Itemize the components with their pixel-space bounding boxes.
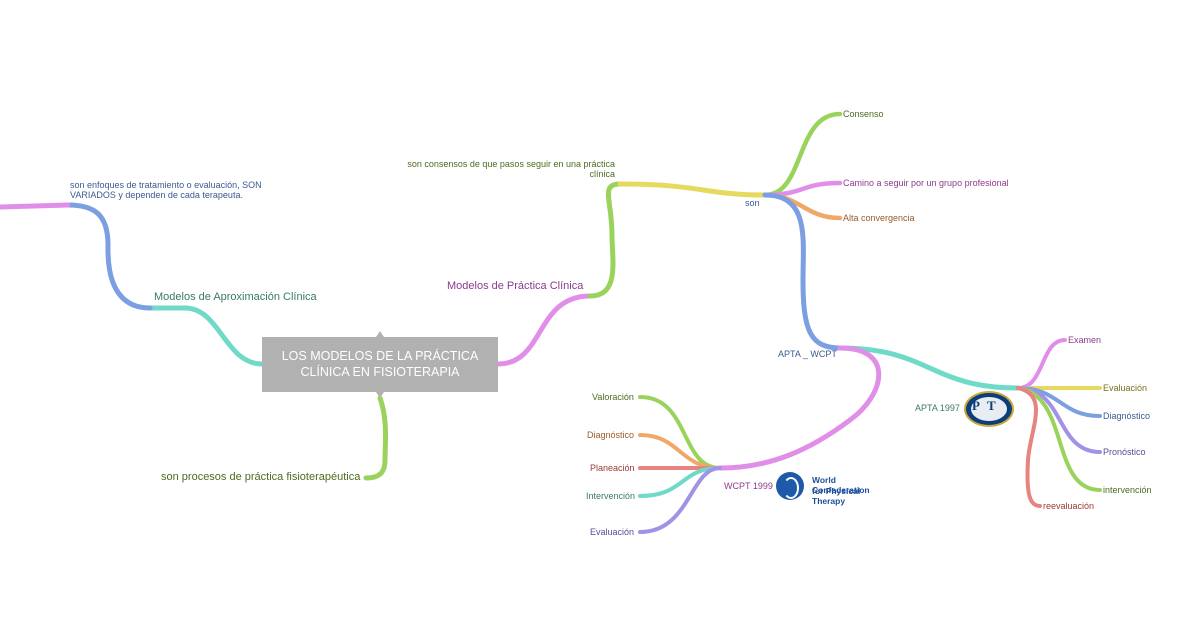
connector-apta-intervencion	[1016, 386, 1102, 492]
root-title-line1: LOS MODELOS DE LA PRÁCTICA	[281, 348, 479, 363]
connector-consensus-son	[617, 181, 768, 198]
wcpt-logo-text-line2: for Physical Therapy	[812, 486, 861, 506]
apta-logo-center	[971, 397, 1007, 421]
topic-reevaluacion[interactable]: reevaluación	[1043, 501, 1095, 511]
topic-camino[interactable]: Camino a seguir por un grupo profesional	[843, 178, 1009, 188]
root-collapse-caret-up[interactable]	[376, 331, 384, 337]
consensus-line1: son consensos de que pasos seguir en una…	[407, 159, 615, 169]
topic-son[interactable]: son	[745, 198, 760, 208]
root-title-line2: CLÍNICA EN FISIOTERAPIA	[300, 364, 460, 379]
connector-apta-reevaluacion	[1016, 386, 1042, 508]
connector-desc-offscreen	[0, 202, 71, 210]
topic-wcpt-1999[interactable]: WCPT 1999	[724, 481, 773, 491]
connector-right-consensus	[587, 181, 623, 299]
connector-aptawcpt-wcpt	[717, 345, 882, 471]
topic-procesos[interactable]: son procesos de práctica fisioterapéutic…	[161, 471, 361, 483]
topic-apta-wcpt[interactable]: APTA _ WCPT	[778, 349, 837, 359]
connector-aptawcpt-apta	[837, 345, 1021, 391]
topic-examen[interactable]: Examen	[1068, 335, 1102, 345]
topic-left-description[interactable]: son enfoques de tratamiento o evaluación…	[70, 180, 262, 201]
topic-alta-convergencia[interactable]: Alta convergencia	[843, 213, 915, 223]
connector-son-consenso	[762, 111, 843, 198]
root-collapse-caret-down[interactable]	[376, 392, 384, 398]
topic-consensus[interactable]: son consensos de que pasos seguir en una…	[388, 159, 615, 180]
apta-logo-p-glyph: P	[972, 398, 980, 413]
connector-root-bottom	[363, 395, 389, 481]
topic-valoracion[interactable]: Valoración	[592, 392, 634, 402]
topic-modelos-aproximacion[interactable]: Modelos de Aproximación Clínica	[154, 291, 317, 303]
topic-apta-evaluacion[interactable]: Evaluación	[1103, 383, 1148, 393]
topic-wcpt-diagnostico[interactable]: Diagnóstico	[587, 430, 635, 440]
topic-planeacion[interactable]: Planeación	[590, 463, 635, 473]
consensus-line2: clínica	[589, 169, 615, 180]
apta-logo-image: P T	[964, 391, 1014, 427]
connector-son-apta-wcpt	[762, 192, 843, 351]
connector-root-right	[495, 293, 593, 367]
connector-wcpt-intervencion	[638, 466, 722, 498]
wcpt-logo-emblem-icon	[776, 472, 804, 500]
wcpt-logo-text-line1: World Confederation	[812, 475, 870, 495]
connector-wcpt-evaluacion	[638, 466, 722, 534]
topic-wcpt-intervencion[interactable]: Intervención	[586, 491, 636, 501]
topic-wcpt-evaluacion[interactable]: Evaluación	[590, 527, 635, 537]
topic-apta-intervencion[interactable]: intervención	[1103, 485, 1152, 495]
topic-pronostico[interactable]: Pronóstico	[1103, 447, 1146, 457]
left-description-line2: VARIADOS y dependen de cada terapeuta.	[70, 190, 243, 201]
topic-apta-1997[interactable]: APTA 1997	[915, 403, 960, 413]
topic-modelos-practica[interactable]: Modelos de Práctica Clínica	[447, 280, 584, 292]
connector-apta-examen	[1016, 338, 1067, 390]
apta-logo-t-glyph: T	[987, 398, 996, 413]
left-description-line1: son enfoques de tratamiento o evaluación…	[70, 180, 262, 190]
connector-wcpt-valoracion	[638, 395, 722, 470]
connector-son-camino	[762, 180, 843, 198]
topic-apta-diagnostico[interactable]: Diagnóstico	[1103, 411, 1151, 421]
connector-root-left	[147, 305, 265, 367]
topic-consenso[interactable]: Consenso	[843, 109, 884, 119]
connector-left-desc	[65, 202, 153, 311]
wcpt-logo-image: World Confederation for Physical Therapy	[776, 472, 890, 506]
connector-wcpt-diagnostico	[638, 433, 722, 470]
